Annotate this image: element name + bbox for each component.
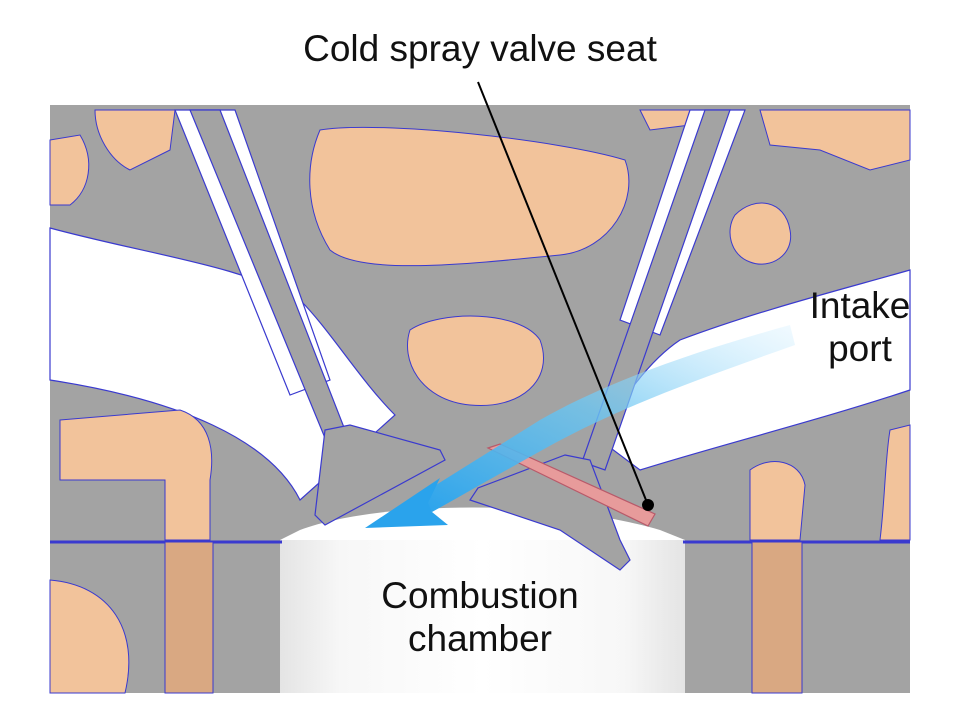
cylinder-head xyxy=(49,105,911,694)
flow-arrow-head xyxy=(365,478,448,528)
combustion-chamber-label: Combustion chamber xyxy=(330,575,630,660)
intake-valve xyxy=(469,109,746,571)
combustion-chamber-label-line1: Combustion xyxy=(381,575,579,616)
exhaust-valve xyxy=(174,109,446,526)
coolant-jacket-top-left xyxy=(49,134,90,206)
coolant-jacket-top-right-3 xyxy=(759,109,911,171)
combustion-chamber-label-line2: chamber xyxy=(408,617,552,659)
intake-flow-arrow xyxy=(365,325,795,528)
coolant-jacket-center xyxy=(407,315,544,407)
coolant-jacket-left xyxy=(59,409,213,541)
head-bolt-right xyxy=(751,541,803,694)
coolant-passages xyxy=(49,109,911,694)
intake-port-label-line2: port xyxy=(828,327,892,369)
valve-seat-label: Cold spray valve seat xyxy=(303,28,657,69)
exhaust-valve-head xyxy=(314,424,446,526)
intake-valve-stem xyxy=(581,109,731,471)
coolant-jacket-right xyxy=(749,461,806,541)
leader-line xyxy=(477,81,649,506)
cold-spray-valve-seat xyxy=(486,443,656,527)
intake-valve-head xyxy=(469,454,631,571)
flow-arrow-body xyxy=(420,325,795,512)
head-bolt-left xyxy=(164,541,214,694)
coolant-jacket-top-left-2 xyxy=(94,109,176,171)
coolant-jacket-top-center xyxy=(309,126,630,267)
coolant-jacket-lower-left xyxy=(49,579,130,694)
coolant-jacket-top-right xyxy=(729,202,792,265)
intake-port-label: Intake port xyxy=(790,285,930,370)
coolant-jacket-far-right xyxy=(879,424,911,541)
valve-seat-leader xyxy=(477,81,654,511)
intake-port-label-line1: Intake xyxy=(809,285,911,326)
leader-dot xyxy=(642,499,654,511)
